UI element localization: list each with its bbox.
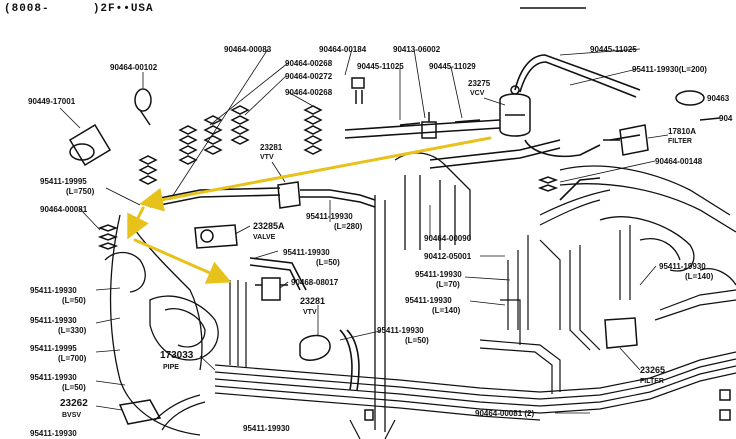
part-label: 90464-00268 — [285, 59, 333, 68]
part-label: 95411-19930 — [377, 326, 424, 335]
part-name: VTV — [260, 154, 274, 161]
clip-parts — [68, 77, 731, 425]
part-length: (L=50) — [316, 258, 340, 267]
part-label: 90464-00083 — [224, 45, 272, 54]
part-label: 90445-11029 — [429, 62, 476, 71]
part-label: 173033 — [160, 350, 194, 361]
part-label: 95411-19930 — [283, 248, 330, 257]
part-label: 23275 — [468, 79, 491, 88]
part-length: (L=700) — [58, 354, 87, 363]
upper-hoses — [149, 54, 641, 391]
diagram-code-left: (8008- — [4, 3, 50, 15]
part-name: PIPE — [163, 364, 179, 371]
part-label: 95411-19930 — [306, 212, 353, 221]
part-label: 23281 — [260, 143, 283, 152]
part-label: 95411-19995 — [40, 177, 87, 186]
part-label: 90464-00272 — [285, 72, 333, 81]
hose-bundle — [154, 189, 736, 439]
part-label: 90445-11025 — [357, 62, 404, 71]
part-name: FILTER — [668, 138, 692, 145]
part-label: 90463 — [707, 94, 730, 103]
part-label: 90445-11025 — [590, 45, 637, 54]
part-label: 90464-00090 — [424, 234, 472, 243]
part-label: 95411-19930 — [415, 270, 462, 279]
part-label: 90464-00148 — [655, 157, 703, 166]
part-label: 90464-00184 — [319, 45, 367, 54]
part-name: VTV — [303, 309, 317, 316]
part-label: 90464-00102 — [110, 63, 158, 72]
part-length: (L=140) — [432, 306, 461, 315]
part-length: (L=750) — [66, 187, 95, 196]
part-label: 90464-00268 — [285, 88, 333, 97]
part-label: 90468-08017 — [291, 278, 339, 287]
highlight-arrow-upper — [139, 136, 492, 212]
diagram-code-header: (8008- )2F••USA — [4, 3, 154, 15]
part-label: 95411-19995 — [30, 344, 77, 353]
part-label: 95411-19930 — [30, 286, 77, 295]
engine-outline — [104, 152, 736, 436]
part-label: 90464-00081 (2) — [475, 409, 535, 418]
part-label: 95411-19930 — [405, 296, 452, 305]
part-label: 23262 — [60, 398, 88, 409]
leader-lines — [59, 48, 669, 414]
part-name: VCV — [470, 90, 485, 97]
part-label: 95411-19930 — [30, 429, 77, 438]
part-length: (L=330) — [58, 326, 87, 335]
part-label: 23265 — [640, 365, 666, 375]
highlight-arrows — [127, 136, 492, 284]
highlight-arrow-left — [127, 206, 149, 240]
part-label: 90412-05001 — [424, 252, 472, 261]
diagram-code-right: )2F••USA — [92, 3, 154, 15]
part-length: (L=50) — [62, 383, 86, 392]
part-length: (L=50) — [62, 296, 86, 305]
part-label: 90413-06002 — [393, 45, 441, 54]
part-label: 95411-19930 — [659, 262, 706, 271]
part-name: VALVE — [253, 234, 276, 241]
part-label: 95411-19930 — [243, 424, 290, 433]
part-name: FILTER — [640, 378, 664, 385]
part-length: (L=140) — [685, 272, 714, 281]
part-label: 90464-00081 — [40, 205, 88, 214]
part-label: 23285A — [253, 221, 285, 231]
part-length: (L=280) — [334, 222, 363, 231]
part-label: 95411-19930 — [30, 316, 77, 325]
part-label: 95411-19930(L=200) — [632, 65, 707, 74]
part-label: 95411-19930 — [30, 373, 77, 382]
part-label: 904 — [719, 114, 733, 123]
part-label: 90449-17001 — [28, 97, 76, 106]
part-label: 17810A — [668, 127, 697, 136]
part-length: (L=70) — [436, 280, 460, 289]
part-length: (L=50) — [405, 336, 429, 345]
highlight-arrow-lower — [133, 238, 232, 284]
part-name: BVSV — [62, 412, 82, 419]
part-label: 23281 — [300, 296, 326, 306]
